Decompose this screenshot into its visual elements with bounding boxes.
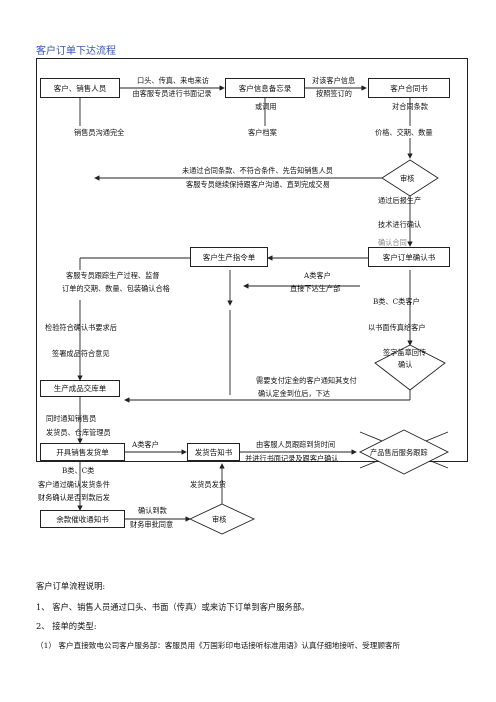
label-sales-communication: 销售员沟通完全 xyxy=(74,128,125,137)
label-notify-staff: 发货员、仓库管理员 xyxy=(46,428,111,437)
label-verbal: 口头、传真、来电来访 xyxy=(137,76,209,85)
label-shipper: 发货员发货 xyxy=(190,480,226,489)
confirm-label: 确认 xyxy=(398,360,413,369)
service-label: 产品售后服务跟踪 xyxy=(370,448,428,457)
label-record-confirm: 并进行书面记录及跟客户确认 xyxy=(245,454,339,463)
flowchart-frame xyxy=(36,58,468,462)
label-track-arrival: 由客服人员跟踪到货时间 xyxy=(256,440,336,449)
label-confirm-contract: 确认合同 xyxy=(378,238,407,247)
label-customer-file: 客户档案 xyxy=(248,128,277,137)
label-deposit-confirmed: 确认定金到位后，下达 xyxy=(258,389,330,398)
label-shipping-condition: 客户通过确认发货条件 xyxy=(38,480,110,489)
label-customer-info: 对该客户信息 xyxy=(312,76,356,85)
box-balance-notice: 余款催收通知书 xyxy=(40,510,125,528)
label-direct-production: 直接下达生产部 xyxy=(290,284,341,293)
page-title: 客户订单下达流程 xyxy=(36,46,116,57)
review-top-label: 审核 xyxy=(400,174,415,183)
box-customer-sales: 客户、销售人员 xyxy=(40,78,120,98)
notes-item-1: 1、 客户、销售人员通过口头、书面（传真）或来访下订单到客户服务部。 xyxy=(36,602,310,612)
label-class-a-bottom: A类客户 xyxy=(132,440,159,449)
label-sign-opinion: 签署成品符合意见 xyxy=(52,349,110,358)
label-technical-confirm: 技术进行确认 xyxy=(378,220,422,229)
label-class-bc: B类、C类客户 xyxy=(373,297,420,306)
box-warehouse: 生产成品交库单 xyxy=(40,380,120,397)
label-class-a: A类客户 xyxy=(304,271,331,280)
label-order-check: 订单的交期、数量、包装确认合格 xyxy=(62,284,170,293)
label-or-retrieve: 或调用 xyxy=(255,102,277,111)
label-deposit: 需要支付定金的客户通知其支付 xyxy=(256,376,357,385)
label-fax-customer: 以书面传真给客户 xyxy=(368,323,426,332)
label-class-bc-bottom: B类、C类 xyxy=(62,466,95,475)
box-info-memo: 客户信息备忘录 xyxy=(225,78,305,98)
notes-item-2: 2、 接单的类型: xyxy=(36,621,97,631)
label-as-signed: 按照签订的 xyxy=(316,89,352,98)
box-production-order: 客户生产指令单 xyxy=(190,247,268,267)
label-contract-terms: 对合同条款 xyxy=(392,102,428,111)
box-ship-notice: 发货告知书 xyxy=(187,443,240,461)
label-written-record: 由客服专员进行书面记录 xyxy=(132,89,212,98)
label-keep-communicating: 客服专员继续保持跟客户沟通、直到完成交易 xyxy=(186,180,330,189)
label-report-production: 通过后报生产 xyxy=(378,196,422,205)
review-bottom-label: 审核 xyxy=(212,515,227,524)
box-sales-invoice: 开具销售发货单 xyxy=(40,443,125,461)
label-price-delivery-qty: 价格、交期、数量 xyxy=(375,128,433,137)
label-notify-sales: 同时通知销售员 xyxy=(46,414,97,423)
label-track-production: 客服专员跟踪生产过程、监督 xyxy=(66,271,160,280)
label-finance-approved: 财务审批同意 xyxy=(130,520,174,529)
label-sign-return: 签字盖章回传 xyxy=(383,348,427,357)
notes-heading: 客户订单流程说明: xyxy=(36,581,106,591)
label-not-passed: 未通过合同条款、不符合条件、先告知销售人员 xyxy=(182,166,333,175)
box-order-confirm: 客户订单确认书 xyxy=(368,247,450,267)
label-finance-check: 财务确认是否到款后发 xyxy=(38,493,110,502)
notes-item-3: （1） 客户直接致电公司客户服务部：客服员用《万国彩印电话接听标准用语》认真仔细… xyxy=(36,641,401,650)
label-inspection: 检验符合确认书要求后 xyxy=(45,323,117,332)
box-contract: 客户合同书 xyxy=(368,78,450,98)
label-payment-confirmed: 确认到款 xyxy=(138,506,167,515)
